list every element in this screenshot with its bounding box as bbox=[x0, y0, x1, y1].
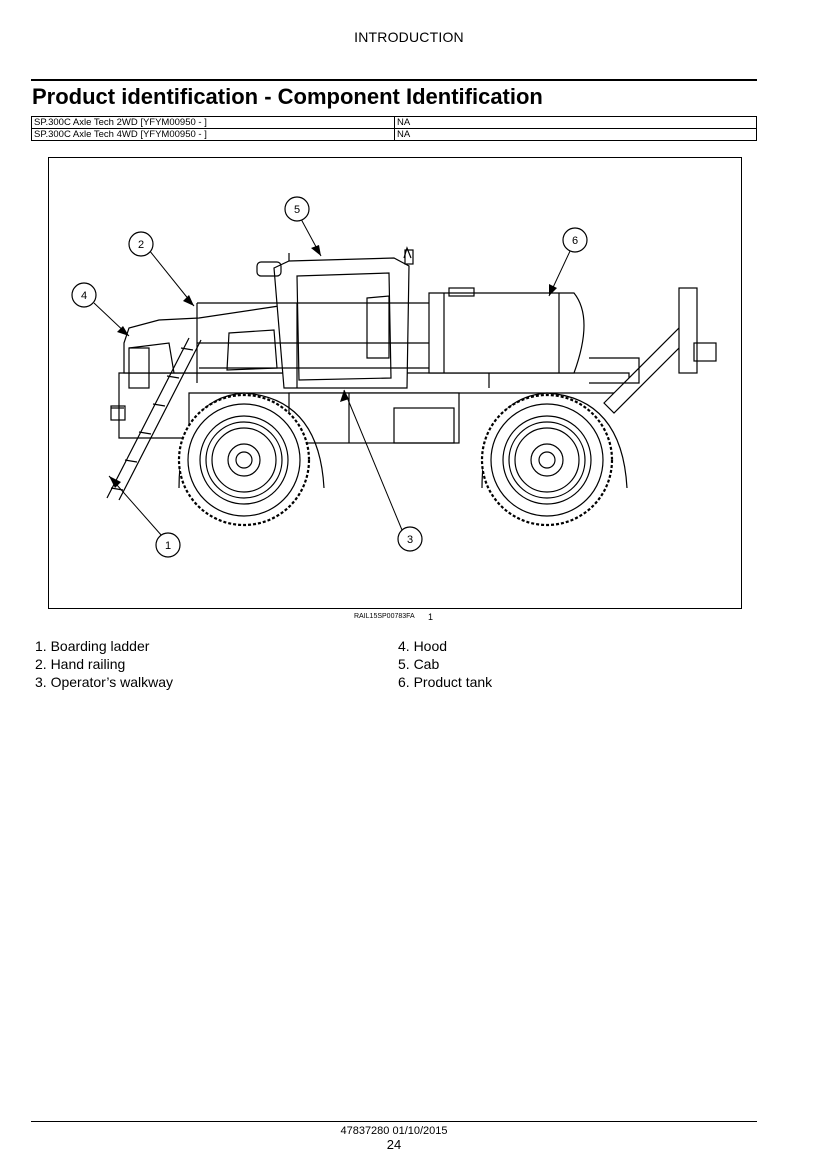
legend-item: 3. Operator’s walkway bbox=[35, 674, 173, 690]
bottom-rule bbox=[31, 1121, 757, 1122]
section-header: INTRODUCTION bbox=[354, 29, 464, 45]
page-title: Product identification - Component Ident… bbox=[32, 84, 543, 109]
legend-item: 4. Hood bbox=[398, 638, 448, 654]
region-cell: NA bbox=[394, 116, 757, 129]
top-rule bbox=[31, 79, 757, 81]
table-row: SP.300C Axle Tech 4WD [YFYM00950 - ] NA bbox=[31, 128, 757, 141]
callout-3: 3 bbox=[397, 526, 423, 552]
legend-item: 6. Product tank bbox=[398, 674, 493, 690]
callout-4: 4 bbox=[71, 282, 97, 308]
region-cell: NA bbox=[394, 128, 757, 141]
figure-reference: RAIL15SP00783FA bbox=[354, 613, 415, 620]
callout-1: 1 bbox=[155, 532, 181, 558]
callout-label: 6 bbox=[572, 235, 578, 247]
sprayer-illustration: 1 2 3 4 5 6 bbox=[48, 157, 742, 609]
callout-label: 3 bbox=[407, 534, 413, 546]
figure-number: 1 bbox=[428, 612, 434, 622]
callout-label: 2 bbox=[138, 239, 144, 251]
model-cell: SP.300C Axle Tech 2WD [YFYM00950 - ] bbox=[31, 116, 395, 129]
page-number: 24 bbox=[386, 1137, 402, 1152]
callout-5: 5 bbox=[284, 196, 310, 222]
callout-label: 5 bbox=[294, 204, 300, 216]
callout-2: 2 bbox=[128, 231, 154, 257]
callout-label: 4 bbox=[81, 290, 87, 302]
legend-item: 1. Boarding ladder bbox=[35, 638, 150, 654]
legend-right: 4. Hood 5. Cab 6. Product tank bbox=[398, 637, 492, 691]
model-cell: SP.300C Axle Tech 4WD [YFYM00950 - ] bbox=[31, 128, 395, 141]
table-row: SP.300C Axle Tech 2WD [YFYM00950 - ] NA bbox=[31, 116, 757, 129]
legend-left: 1. Boarding ladder 2. Hand railing 3. Op… bbox=[35, 637, 173, 691]
legend-item: 5. Cab bbox=[398, 656, 440, 672]
callout-label: 1 bbox=[165, 540, 171, 552]
document-id: 47837280 01/10/2015 bbox=[340, 1125, 448, 1137]
applicability-table: SP.300C Axle Tech 2WD [YFYM00950 - ] NA … bbox=[31, 116, 757, 141]
callout-6: 6 bbox=[562, 227, 588, 253]
page-footer: 47837280 01/10/2015 24 bbox=[0, 1125, 788, 1151]
legend-item: 2. Hand railing bbox=[35, 656, 126, 672]
